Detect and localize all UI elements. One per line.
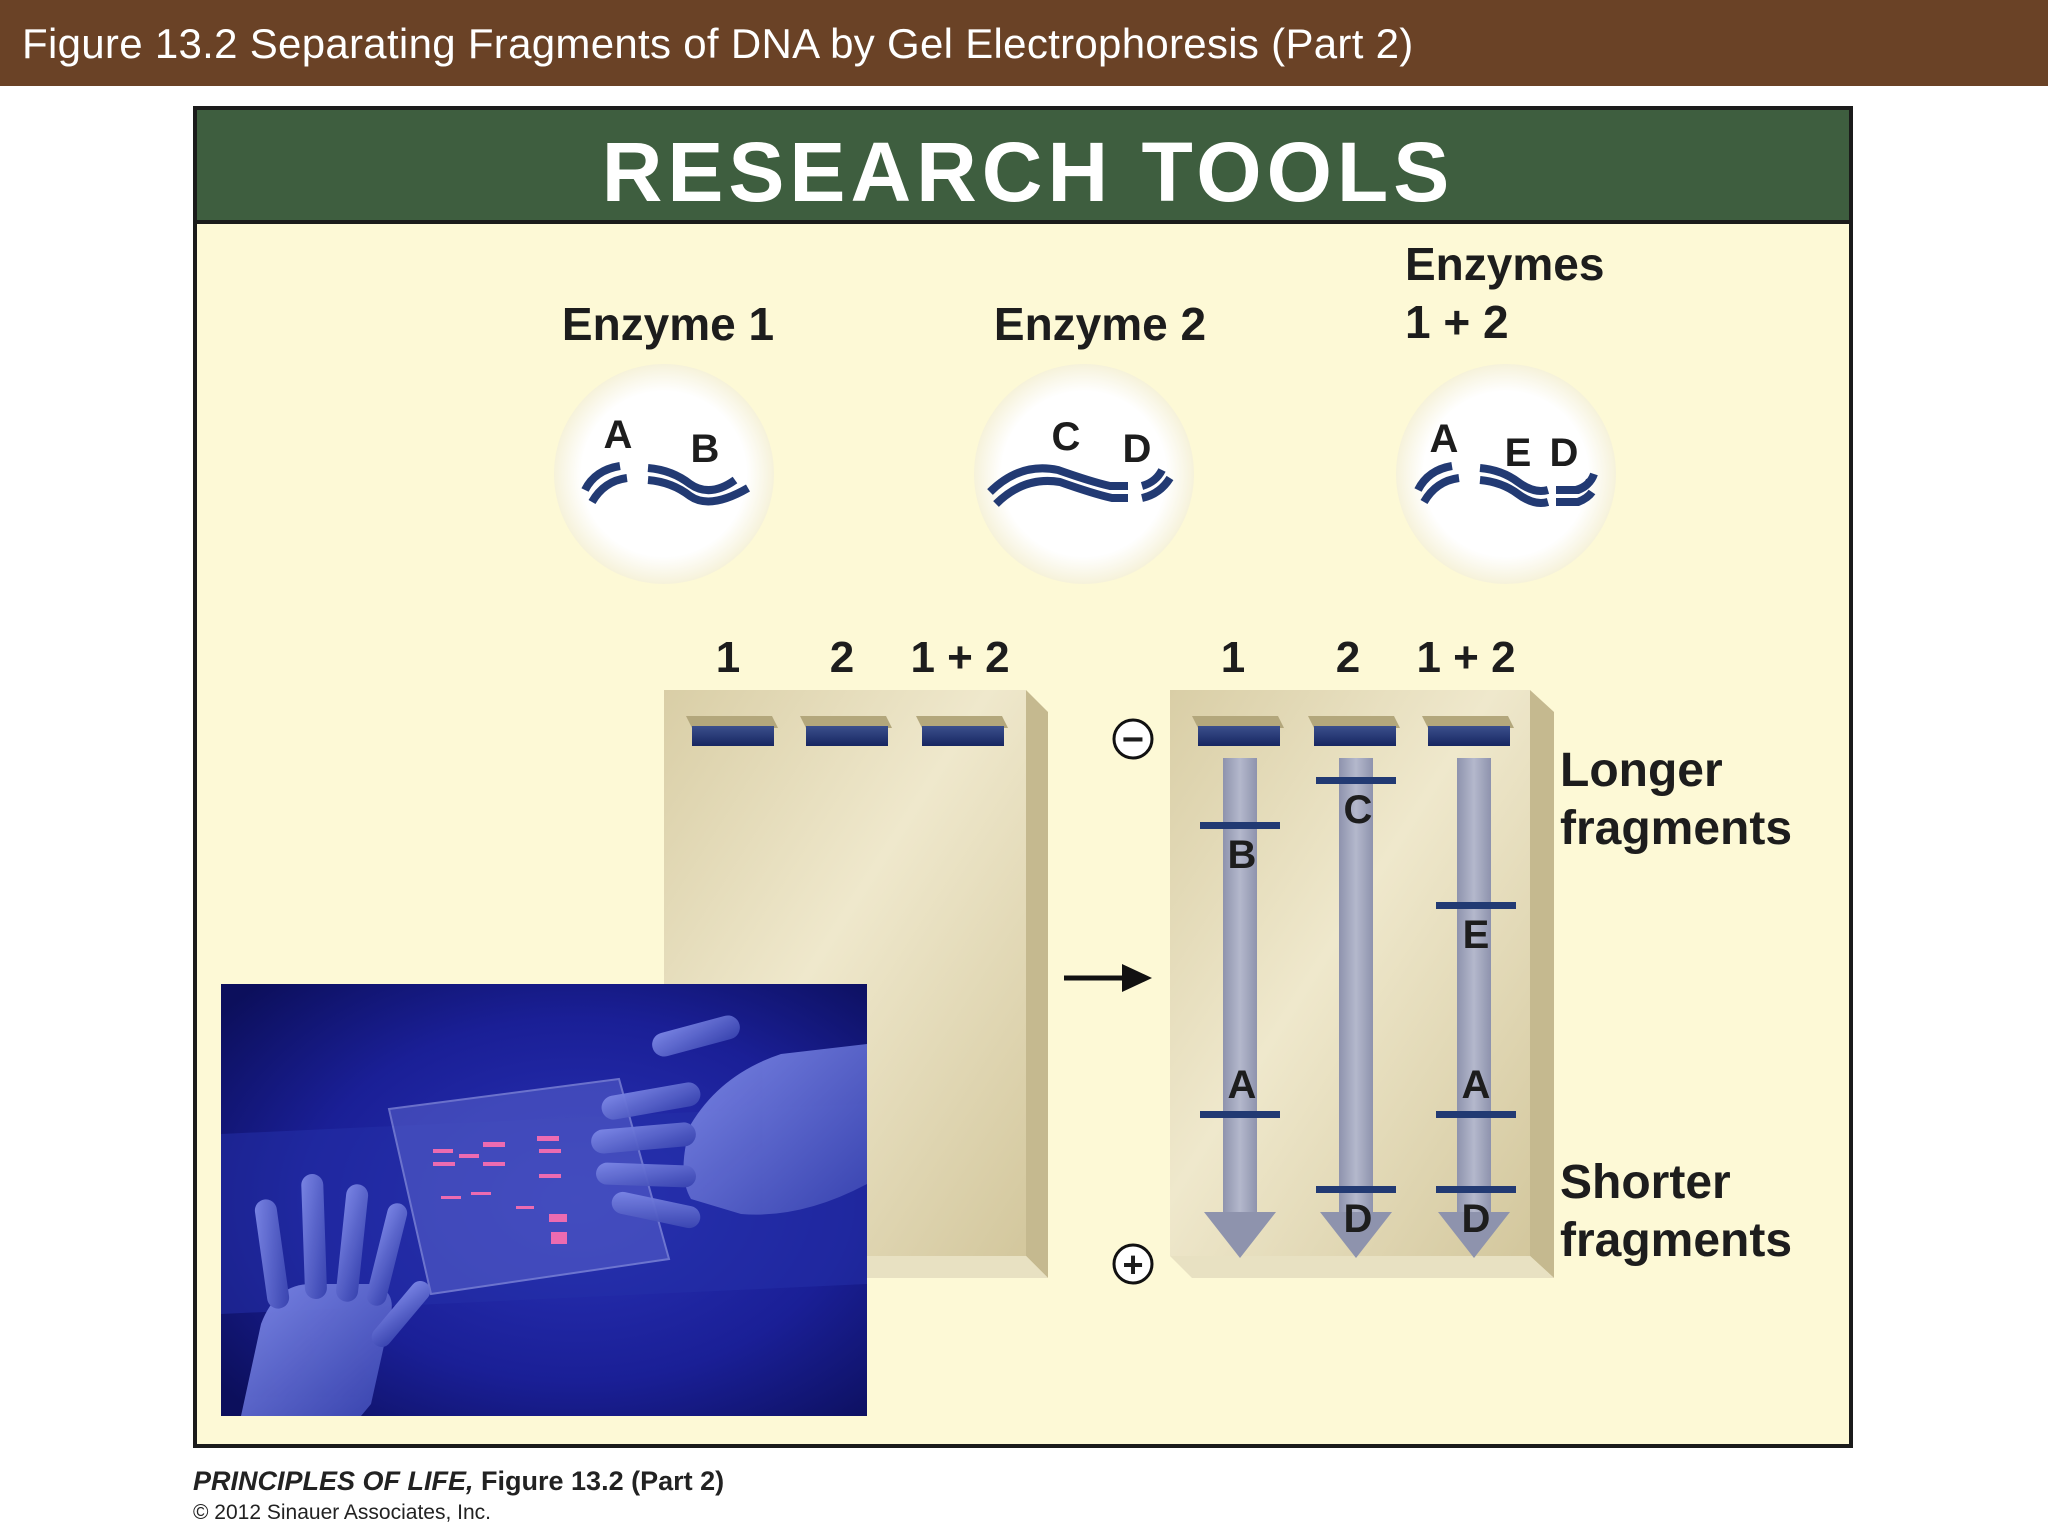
enzyme-1-dna-fragments xyxy=(581,462,751,506)
band-lane-1-a xyxy=(1200,1111,1280,1118)
band-label-lane-2-c: C xyxy=(1344,788,1373,832)
shorter-fragments-label-line2: fragments xyxy=(1560,1214,1792,1267)
uv-gel-photo xyxy=(221,984,867,1416)
positive-electrode: + xyxy=(1112,1243,1154,1285)
left-gloved-hand xyxy=(241,1174,431,1416)
gel-before-wells xyxy=(686,716,1008,746)
enzymes-1-2-fragment-e: E xyxy=(1505,431,1532,475)
enzymes-1-2-fragment-d: D xyxy=(1550,431,1579,475)
credit-copyright: © 2012 Sinauer Associates, Inc. xyxy=(193,1501,491,1524)
enzyme-1-digest: A B xyxy=(554,364,774,584)
enzymes-1-2-label-line1: Enzymes xyxy=(1405,238,1604,290)
band-lane-2-c xyxy=(1316,777,1396,784)
shorter-fragments-label-line1: Shorter xyxy=(1560,1156,1731,1209)
title-bar: Figure 13.2 Separating Fragments of DNA … xyxy=(0,0,2048,86)
gel-after-lane-1-label: 1 xyxy=(1221,633,1245,682)
lane-2-bands: C D xyxy=(1316,777,1396,1241)
slide-title: Figure 13.2 Separating Fragments of DNA … xyxy=(22,20,1414,67)
figure-credit: PRINCIPLES OF LIFE, Figure 13.2 (Part 2)… xyxy=(193,1466,724,1525)
process-arrow xyxy=(1064,964,1152,992)
gel-after-well-2 xyxy=(1314,726,1396,746)
enzyme-2-dna-fragments xyxy=(987,464,1174,507)
gel-before-lane-1-label: 1 xyxy=(716,633,740,682)
credit-book-title: PRINCIPLES OF LIFE, xyxy=(193,1466,474,1496)
lane-1-2-migration-arrow xyxy=(1438,758,1510,1258)
enzyme-2-digest: C D xyxy=(974,364,1194,584)
band-label-lane-1-a: A xyxy=(1228,1063,1257,1107)
enzymes-1-2-digest: A E D xyxy=(1396,364,1616,584)
lane-1-migration-arrow xyxy=(1204,758,1276,1258)
band-lane-1-2-a xyxy=(1436,1111,1516,1118)
enzyme-2-circle xyxy=(974,364,1194,584)
right-gloved-hand xyxy=(591,1015,867,1229)
gel-before-lane-2-label: 2 xyxy=(830,633,854,682)
gel-after-lane-2-label: 2 xyxy=(1336,633,1360,682)
lane-1-2-bands: E A D xyxy=(1436,902,1516,1241)
enzymes-1-2-label-line2: 1 + 2 xyxy=(1405,296,1509,348)
band-lane-2-d xyxy=(1316,1186,1396,1193)
gel-before-side xyxy=(1026,690,1048,1278)
enzyme-2-fragment-c: C xyxy=(1052,415,1081,459)
credit-figure-number: Figure 13.2 (Part 2) xyxy=(473,1466,725,1496)
panel-header: RESEARCH TOOLS xyxy=(197,110,1849,224)
gel-before-lane-1-2-label: 1 + 2 xyxy=(910,633,1009,682)
gel-after-bottom xyxy=(1170,1256,1554,1278)
gel-after-wells xyxy=(1192,716,1514,746)
lane-1-bands: B A xyxy=(1200,822,1280,1118)
band-label-lane-1-2-e: E xyxy=(1463,913,1490,957)
longer-fragments-label-line2: fragments xyxy=(1560,802,1792,855)
panel-header-title: RESEARCH TOOLS xyxy=(601,125,1455,219)
enzyme-1-fragment-b: B xyxy=(691,427,720,471)
lane-2-migration-arrow xyxy=(1320,758,1392,1258)
gel-after-side xyxy=(1530,690,1554,1278)
band-label-lane-1-2-d: D xyxy=(1462,1197,1491,1241)
credit-book-line: PRINCIPLES OF LIFE, Figure 13.2 (Part 2) xyxy=(193,1466,724,1497)
enzyme-1-fragment-a: A xyxy=(604,413,633,457)
band-lane-1-b xyxy=(1200,822,1280,829)
band-label-lane-1-2-a: A xyxy=(1462,1063,1491,1107)
gel-before-well-2 xyxy=(806,726,888,746)
band-lane-1-2-e xyxy=(1436,902,1516,909)
longer-fragments-label-line1: Longer xyxy=(1560,744,1723,797)
enzyme-1-label: Enzyme 1 xyxy=(562,298,774,350)
enzyme-2-label: Enzyme 2 xyxy=(994,298,1206,350)
enzymes-1-2-dna-fragments xyxy=(1414,462,1598,507)
gel-after-well-3 xyxy=(1428,726,1510,746)
enzyme-2-fragment-d: D xyxy=(1123,427,1152,471)
gel-after-lane-1-2-label: 1 + 2 xyxy=(1416,633,1515,682)
band-lane-1-2-d xyxy=(1436,1186,1516,1193)
gel-before-well-3 xyxy=(922,726,1004,746)
positive-symbol: + xyxy=(1122,1244,1143,1285)
gel-after: 1 2 1 + 2 B xyxy=(1170,633,1554,1278)
gel-before-well-1 xyxy=(692,726,774,746)
gel-after-well-1 xyxy=(1198,726,1280,746)
glowing-dna-bands xyxy=(433,1136,567,1244)
enzymes-1-2-fragment-a: A xyxy=(1430,417,1459,461)
negative-symbol: − xyxy=(1122,719,1144,761)
negative-electrode: − xyxy=(1112,718,1154,761)
band-label-lane-1-b: B xyxy=(1228,833,1257,877)
band-label-lane-2-d: D xyxy=(1344,1197,1373,1241)
uv-gel-photo-illustration xyxy=(221,984,867,1416)
